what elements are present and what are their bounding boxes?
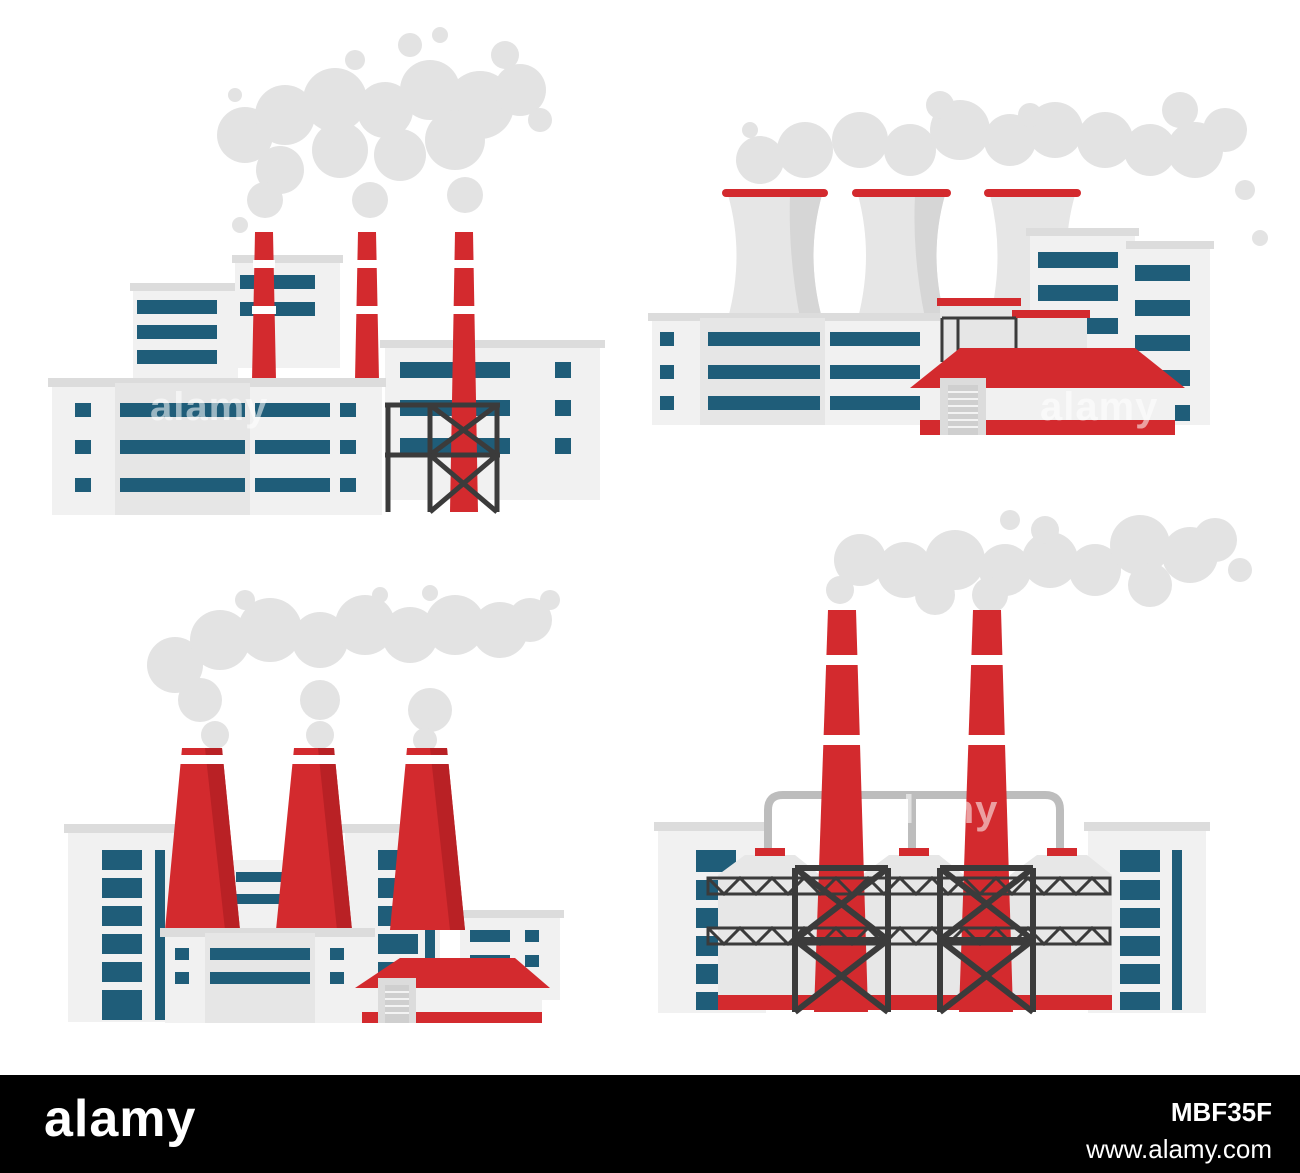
chimney <box>276 748 352 930</box>
footer-bar: alamy MBF35F www.alamy.com <box>0 1075 1300 1173</box>
chimney <box>165 748 240 930</box>
chimney <box>814 610 868 1012</box>
steel-frame <box>792 865 1036 1015</box>
chimney <box>355 232 379 380</box>
cooling-tower <box>852 189 951 318</box>
factory-tanks <box>654 510 1252 1015</box>
cooling-tower <box>722 189 828 318</box>
steel-frame <box>385 402 500 514</box>
smoke-cloud <box>736 91 1268 246</box>
factory-cooling-towers <box>648 91 1268 435</box>
chimney <box>959 610 1013 1012</box>
steel-truss <box>706 875 1112 947</box>
smoke-cloud <box>217 27 552 233</box>
factory-conical-chimneys <box>64 585 564 1023</box>
warehouse <box>910 348 1185 435</box>
chimney <box>450 232 478 512</box>
factory-illustrations <box>48 27 1268 1023</box>
footer-url[interactable]: www.alamy.com <box>1086 1134 1272 1164</box>
smoke-cloud <box>826 510 1252 615</box>
factory-smokestacks <box>48 27 605 515</box>
pipe-network <box>764 791 1064 859</box>
footer-logo: alamy <box>44 1090 197 1148</box>
back-building <box>130 255 343 395</box>
front-building <box>648 313 946 425</box>
front-building <box>160 928 375 1023</box>
smoke-cloud <box>147 585 560 752</box>
chimney <box>252 232 276 380</box>
warehouse <box>355 958 550 1023</box>
front-building <box>48 378 386 515</box>
side-building <box>380 340 605 500</box>
image-id: MBF35F <box>1170 1097 1272 1127</box>
footer-meta: MBF35F www.alamy.com <box>1086 1097 1272 1165</box>
chimney <box>390 748 465 930</box>
